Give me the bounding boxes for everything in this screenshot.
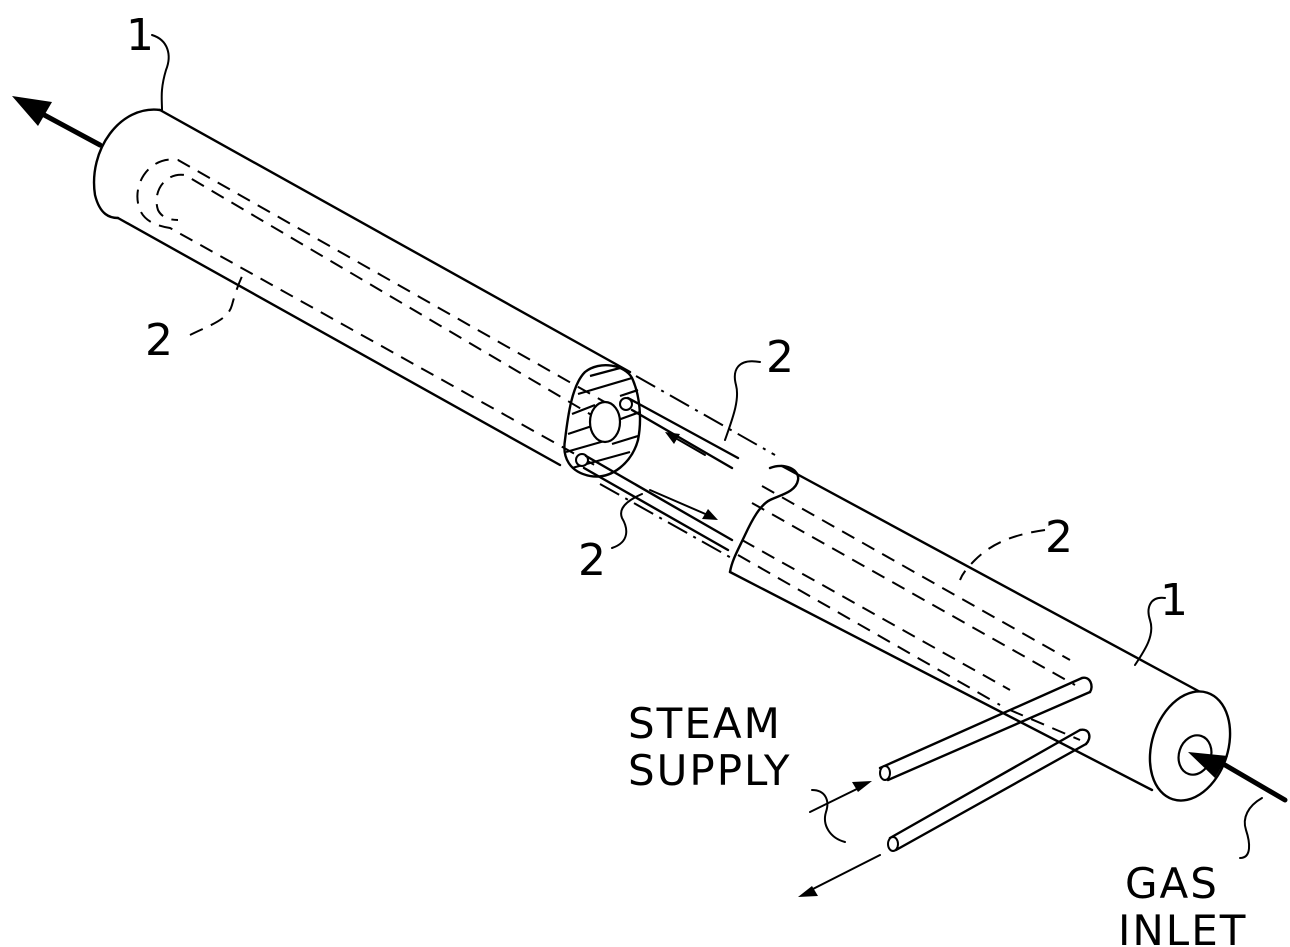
label-channel-right: 2 — [1045, 512, 1073, 563]
exposed-channels — [582, 375, 776, 561]
hatching — [565, 366, 641, 470]
leader-lines — [151, 34, 1263, 859]
label-channel-top: 2 — [766, 332, 794, 383]
gas-inlet-arrow — [1188, 752, 1288, 803]
label-gas-line2: INLET — [1118, 906, 1247, 947]
steam-pipes — [798, 676, 1093, 897]
outlet-arrow — [12, 96, 103, 148]
label-steam-line1: STEAM — [628, 699, 782, 748]
label-channel-left: 2 — [145, 315, 173, 366]
left-tube — [92, 108, 632, 469]
right-tube — [728, 464, 1232, 802]
label-gas-line1: GAS — [1125, 859, 1219, 908]
label-tube-left: 1 — [126, 10, 154, 61]
label-channel-bottom: 2 — [578, 535, 606, 586]
label-tube-right: 1 — [1160, 575, 1188, 626]
cross-section — [563, 363, 642, 478]
label-steam-line2: SUPPLY — [628, 746, 792, 795]
